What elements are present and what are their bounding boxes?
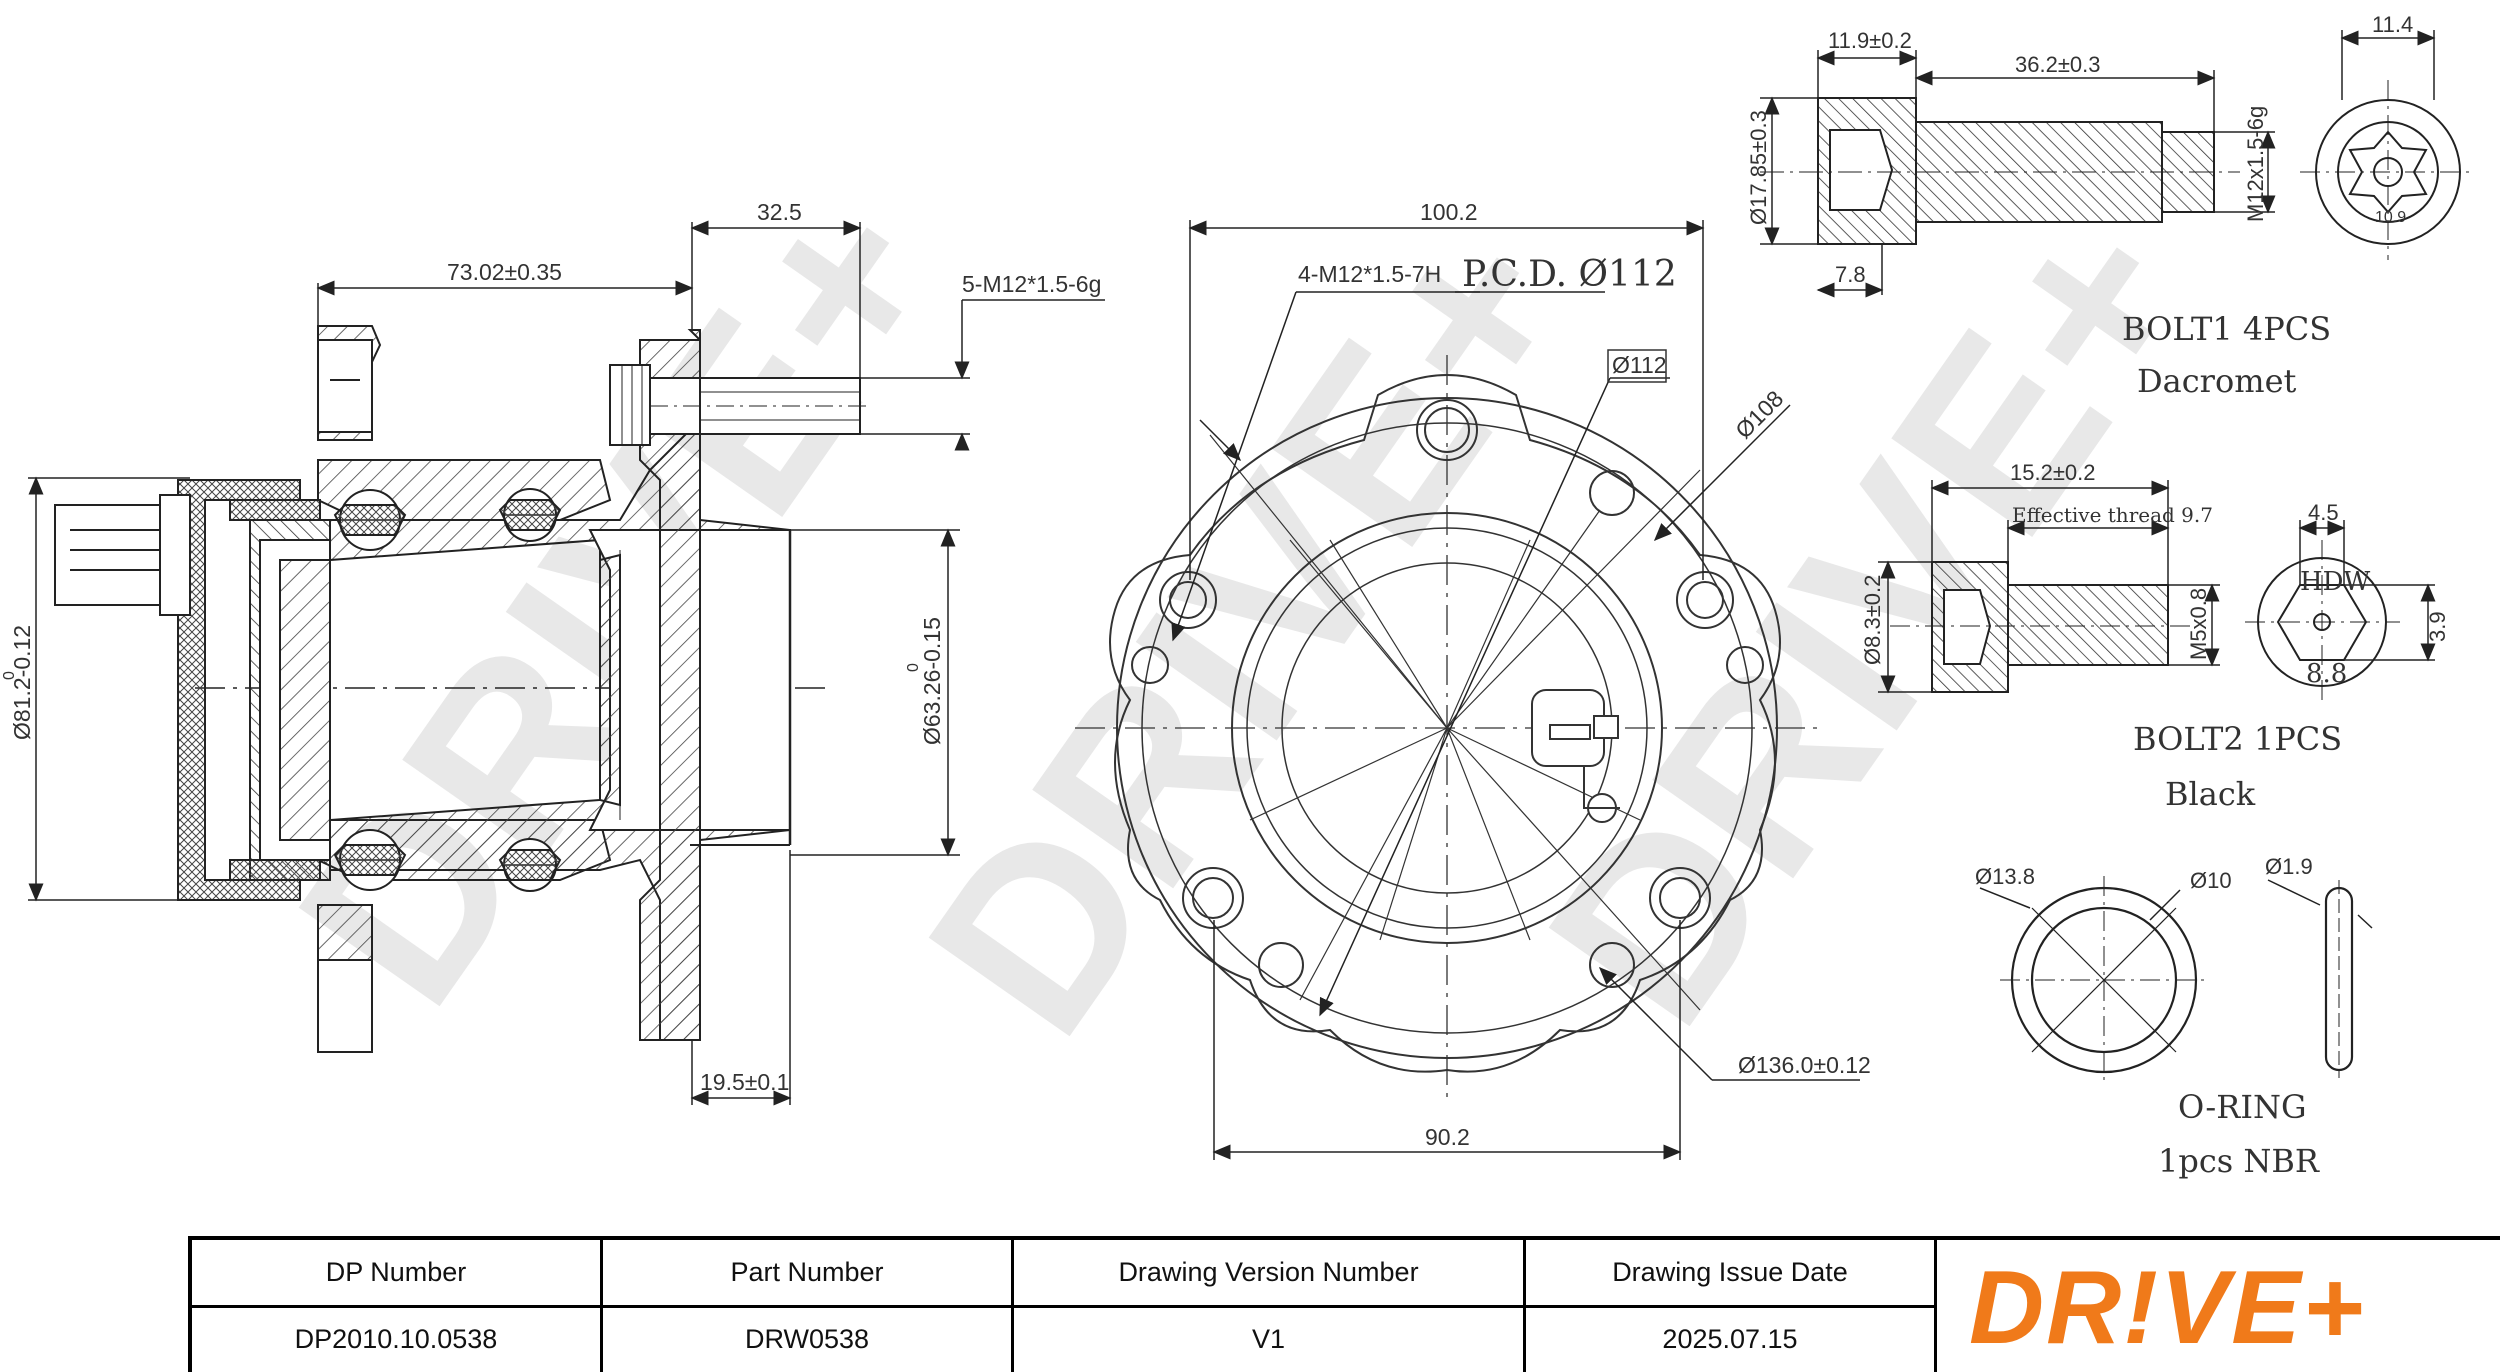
bolt1-dim-head-length: 11.9±0.2 [1828,28,1912,53]
bolt2-text: 15.2±0.2 Effective thread 9.7 Ø8.3±0.2 M… [1860,460,2450,813]
bolt1-dim-end-width: 11.4 [2372,12,2413,37]
dp-number-label: DP Number [192,1240,600,1308]
side-view-dim-text: 73.02±0.35 32.5 5-M12*1.5-6g Ø81.2-0.12 … [1,199,1101,1095]
bolt2-dim-head-width: 4.5 [2308,500,2339,525]
bolt2-dim-effective-thread: Effective thread 9.7 [2012,503,2213,527]
issue-date-column: Drawing Issue Date 2025.07.15 [1526,1240,1937,1372]
part-number-value: DRW0538 [744,1324,870,1355]
bolt2-dim-length: 15.2±0.2 [2010,460,2095,485]
oring-dim-section: Ø1.9 [2265,854,2313,879]
dim-register-tol-upper: 0 [905,663,922,672]
dim-bore-diameter: Ø81.2-0.12 [9,625,35,740]
issue-date-value: 2025.07.15 [1662,1324,1798,1355]
bolt1-drawing [1760,80,2475,260]
dp-number-value: DP2010.10.0538 [294,1324,498,1355]
bolt1-dim-shank-length: 36.2±0.3 [2015,52,2100,77]
bolt1-dim-recess: 7.8 [1835,262,1866,287]
bolt2-dim-head-diameter: Ø8.3±0.2 [1860,575,1885,665]
oring-drawing [2000,876,2354,1085]
version-column: Drawing Version Number V1 [1014,1240,1526,1372]
pcd-label: P.C.D. Ø112 [1462,254,1677,295]
side-view-dimensions [28,220,1105,1106]
bolt1-label-line1: BOLT1 4PCS [2122,310,2331,348]
dim-bottom-width: 90.2 [1425,1124,1470,1150]
bolt1-dimensions [1760,30,2436,298]
version-value: V1 [1251,1324,1286,1355]
brand-logo-text: DR!VE+ [1969,1251,2365,1361]
brand-logo: DR!VE+ [1937,1240,2500,1372]
bolt2-label-line1: BOLT2 1PCS [2133,720,2342,758]
dim-flange-offset: 19.5±0.1 [700,1069,789,1095]
dim-register-diameter: Ø63.26-0.15 [919,617,945,745]
bolt1-dim-head-diameter: Ø17.85±0.3 [1746,110,1771,225]
dp-number-column: DP Number DP2010.10.0538 [192,1240,603,1372]
dim-hub-length: 73.02±0.35 [447,259,562,285]
oring-dim-outer: Ø13.8 [1975,864,2035,889]
title-block: DP Number DP2010.10.0538 Part Number DRW… [188,1236,2500,1372]
dim-stud-protrusion: 32.5 [757,199,802,225]
front-view-dim-text: 100.2 4-M12*1.5-7H P.C.D. Ø112 Ø112 Ø108… [1298,199,1871,1150]
oring-dim-inner: Ø10 [2190,868,2232,893]
dim-thread-holes: 4-M12*1.5-7H [1298,261,1441,287]
front-view-dimensions [1171,220,1860,1160]
dim-outer-diameter: Ø136.0±0.12 [1738,1052,1871,1078]
bolt1-text: 11.9±0.2 36.2±0.3 Ø17.85±0.3 7.8 M12x1.5… [1746,12,2413,400]
bolt2-head-mark: HDW [2300,567,2371,597]
oring-label-line2: 1pcs NBR [2158,1142,2320,1180]
bolt2-dimensions [1878,480,2436,694]
oring-dimensions [1979,879,2373,929]
dim-overall-width: 100.2 [1420,199,1478,225]
dim-stud-thread: 5-M12*1.5-6g [962,271,1101,297]
bolt1-dim-thread: M12x1.5-6g [2243,106,2268,222]
side-section-view [54,325,870,1053]
bolt2-label-line2: Black [2165,775,2256,813]
oring-label-line1: O-RING [2178,1088,2307,1126]
issue-date-label: Drawing Issue Date [1526,1240,1934,1308]
bolt1-dim-socket: 10.9 [2375,209,2406,226]
dim-inner-circle: Ø112 [1612,352,1667,378]
front-view [1075,355,1820,1100]
bolt2-dim-thread: M5x0.8 [2186,588,2211,660]
bolt2-grade-mark: 8.8 [2306,659,2347,689]
bolt1-label-line2: Dacromet [2137,362,2297,400]
inner-circle-label-box [1607,349,1667,383]
bolt2-dim-hex-height: 3.9 [2425,611,2450,642]
part-number-label: Part Number [603,1240,1011,1308]
bolt2-drawing [1890,540,2400,700]
brand-logo-mark: DR!VE+ [1969,1251,2365,1361]
part-number-column: Part Number DRW0538 [603,1240,1014,1372]
dim-bore-tol-upper: 0 [1,671,18,680]
oring-text: Ø13.8 Ø10 Ø1.9 O-RING 1pcs NBR [1975,854,2320,1180]
version-label: Drawing Version Number [1014,1240,1523,1308]
